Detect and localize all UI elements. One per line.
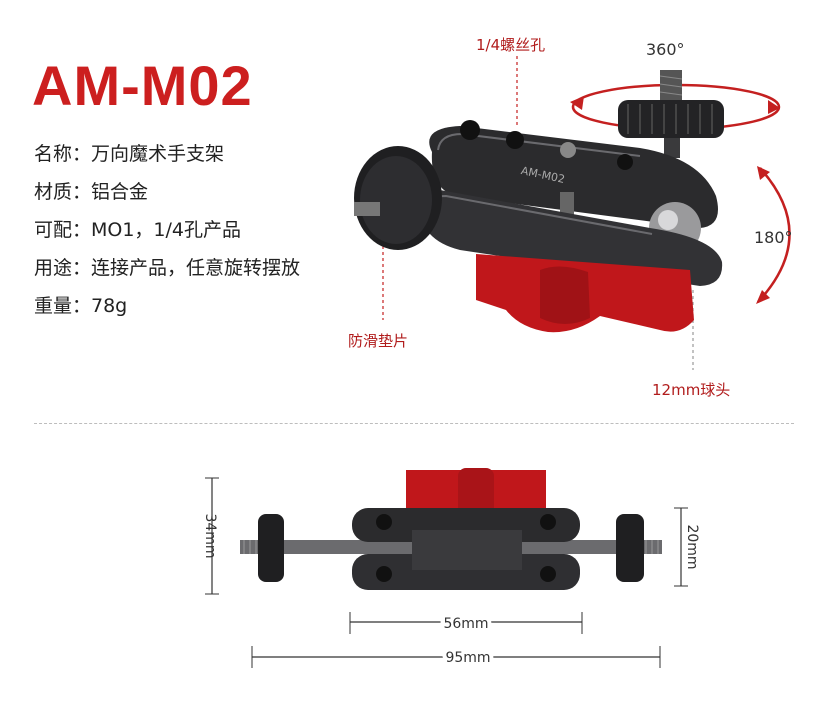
upper-arm [429, 126, 718, 228]
lower-arm-front [352, 554, 580, 590]
spec-material: 材质：铝合金 [34, 181, 149, 203]
rotation-180-arrow [757, 167, 791, 303]
rotation-arrowhead-icon [757, 166, 770, 180]
rotation-arrowhead-icon [768, 100, 780, 114]
top-screw [660, 70, 682, 106]
callout-rotate-180: 180° [754, 228, 793, 247]
dim-total-width: 95mm [445, 650, 490, 666]
left-screw [354, 202, 380, 216]
upper-arm-front [352, 508, 580, 542]
section-divider [34, 423, 794, 424]
lower-arm [417, 190, 723, 286]
spec-list: 名称：万向魔术手支架 材质：铝合金 可配：MO1，1/4孔产品 用途：连接产品，… [34, 140, 300, 330]
product-title: AM-M02 [32, 54, 253, 117]
rotation-arrowhead-icon [570, 96, 584, 110]
callout-rotate-360: 360° [646, 40, 685, 59]
callout-screw-hole: 1/4螺丝孔 [476, 36, 546, 54]
spec-compatible: 可配：MO1，1/4孔产品 [34, 219, 242, 241]
top-knob [618, 100, 724, 138]
dim-inner-width: 56mm [443, 616, 488, 632]
spec-name: 名称：万向魔术手支架 [34, 143, 225, 165]
left-knob-side [258, 514, 284, 582]
right-knob-side [616, 514, 644, 582]
callout-ball-head: 12mm球头 [652, 381, 731, 399]
dim-height-right: 20mm [684, 524, 700, 569]
spec-weight: 重量：78g [34, 295, 128, 317]
rotation-arrowhead-icon [756, 290, 770, 304]
callout-anti-slip: 防滑垫片 [348, 332, 409, 350]
dim-height-left: 34mm [202, 513, 218, 558]
spec-usage: 用途：连接产品，任意旋转摆放 [34, 257, 301, 279]
